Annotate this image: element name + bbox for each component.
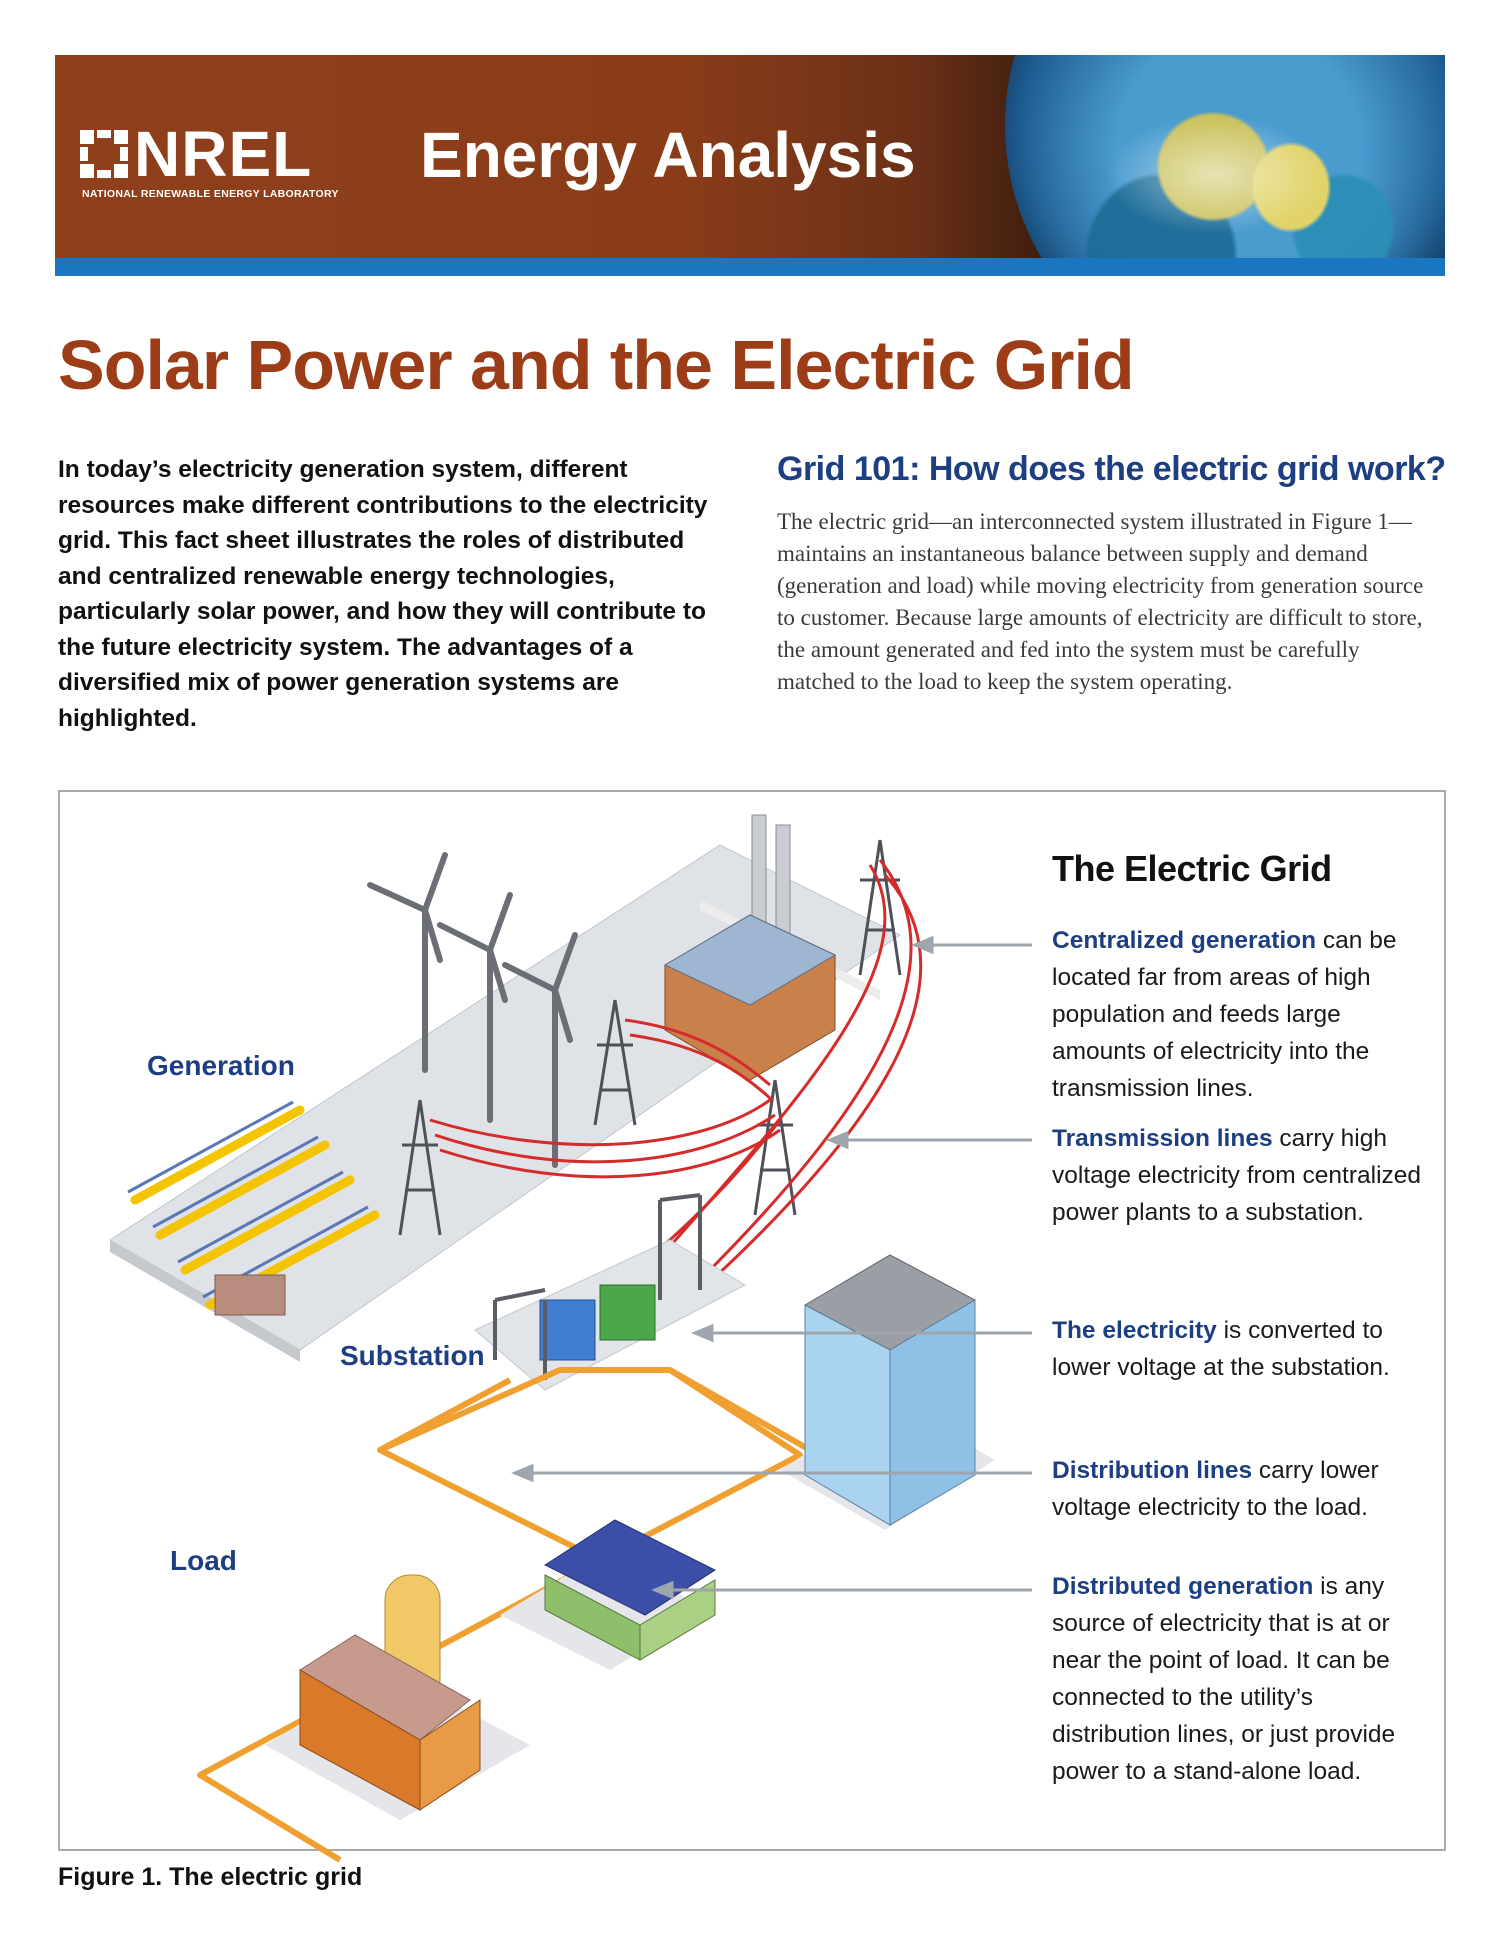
nrel-logo: NREL (80, 122, 312, 186)
label-generation: Generation (147, 1050, 295, 1081)
legend-item-distribution-lines: Distribution lines carry lower voltage e… (1052, 1457, 1379, 1521)
header-banner (55, 55, 1445, 258)
nrel-logo-icon (80, 130, 128, 178)
solar-collector-array (127, 1100, 380, 1316)
legend-item-distributed-generation: Distributed generation is any source of … (1052, 1573, 1396, 1785)
label-load: Load (170, 1545, 237, 1576)
document-title: Solar Power and the Electric Grid (58, 326, 1135, 404)
cloud-overlay (1105, 115, 1325, 235)
figure-caption: Figure 1. The electric grid (58, 1863, 363, 1891)
banner-stripe (55, 258, 1445, 276)
legend-title: The Electric Grid (1052, 848, 1332, 889)
legend-item-centralized-generation: Centralized generation can be located fa… (1052, 927, 1397, 1102)
grid101-body: The electric grid—an interconnected syst… (777, 509, 1424, 694)
banner-title: Energy Analysis (420, 119, 916, 191)
logo-text: NREL (134, 118, 313, 190)
logo-subtitle: NATIONAL RENEWABLE ENERGY LABORATORY (82, 188, 339, 200)
substation (474, 1193, 747, 1391)
transmission-lines (429, 859, 923, 1302)
intro-paragraph: In today’s electricity generation system… (58, 456, 708, 732)
callout-arrows (511, 935, 1032, 1600)
wind-turbines (367, 852, 578, 1168)
legend-item-substation: The electricity is converted to lower vo… (1052, 1317, 1390, 1381)
legend-item-transmission-lines: Transmission lines carry high voltage el… (1052, 1125, 1422, 1226)
power-plant (663, 814, 837, 1081)
grid101-heading: Grid 101: How does the electric grid wor… (777, 450, 1446, 488)
office-building (780, 1254, 995, 1530)
transmission-towers (398, 839, 902, 1236)
label-substation: Substation (340, 1340, 485, 1371)
figure-frame (58, 790, 1446, 1851)
barn (265, 1574, 530, 1820)
